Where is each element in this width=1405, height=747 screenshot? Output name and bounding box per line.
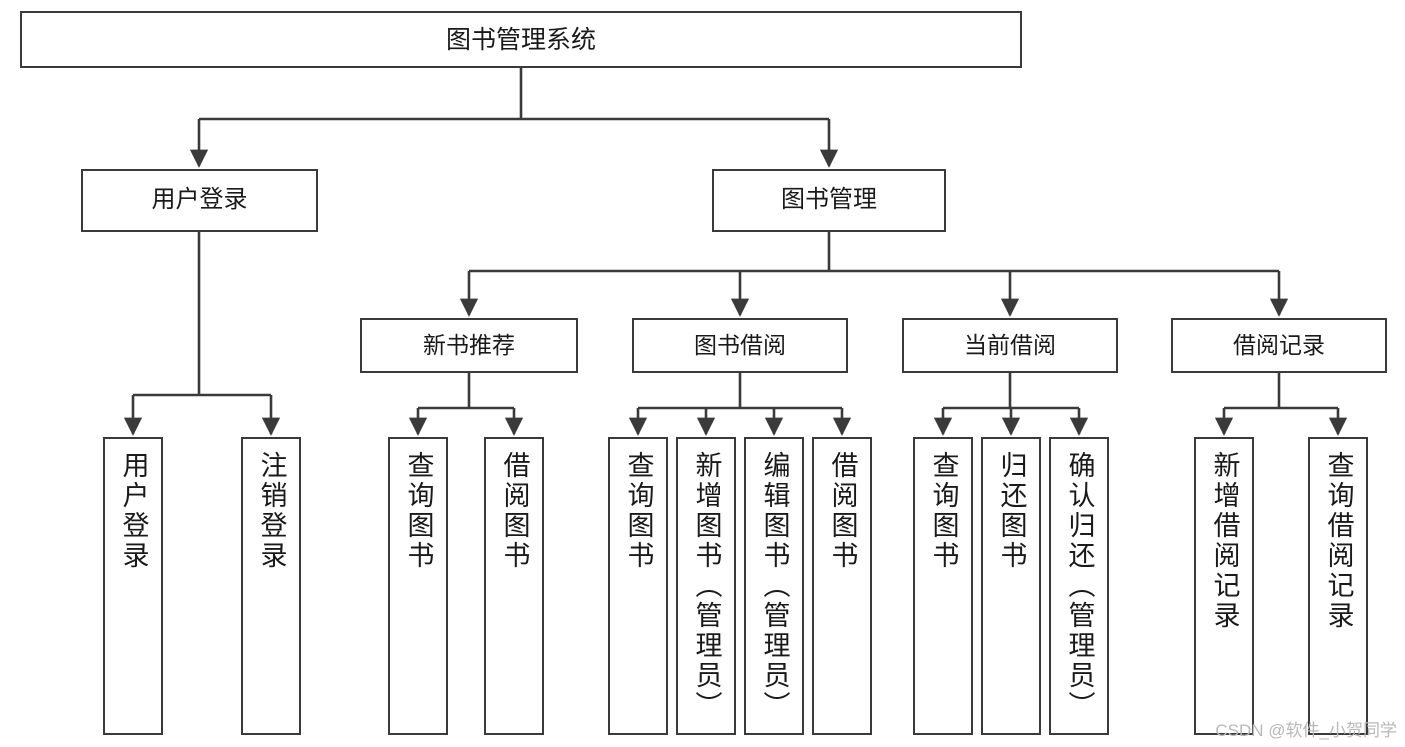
- node-leaf-add-book-admin-label: 新增图书（管理员）: [691, 451, 722, 721]
- node-leaf-logout-login-label: 注销登录: [256, 451, 287, 571]
- node-leaf-return-book[interactable]: 归还图书: [981, 437, 1041, 735]
- node-leaf-edit-book-admin[interactable]: 编辑图书（管理员）: [744, 437, 804, 735]
- node-leaf-query-book-borrow[interactable]: 查询图书: [608, 437, 668, 735]
- node-current-borrow-label: 当前借阅: [964, 331, 1056, 358]
- node-leaf-add-book-admin[interactable]: 新增图书（管理员）: [676, 437, 736, 735]
- node-leaf-borrow-book-rec-label: 借阅图书: [499, 451, 530, 571]
- node-borrow-record-label: 借阅记录: [1233, 331, 1325, 358]
- node-leaf-query-book-rec[interactable]: 查询图书: [388, 437, 448, 735]
- node-leaf-query-book-current-label: 查询图书: [928, 451, 959, 571]
- node-leaf-confirm-return-admin-label: 确认归还（管理员）: [1064, 451, 1095, 721]
- node-leaf-borrow-book-label: 借阅图书: [827, 451, 858, 571]
- node-borrow-record[interactable]: 借阅记录: [1171, 318, 1387, 373]
- node-leaf-query-borrow-record-label: 查询借阅记录: [1323, 451, 1354, 631]
- node-new-book-rec-label: 新书推荐: [423, 331, 515, 358]
- node-user-login-label: 用户登录: [151, 186, 248, 214]
- node-leaf-borrow-book-rec[interactable]: 借阅图书: [484, 437, 544, 735]
- node-leaf-return-book-label: 归还图书: [996, 451, 1027, 571]
- csdn-watermark: CSDN @软件_小贺同学: [1215, 721, 1397, 740]
- node-leaf-edit-book-admin-label: 编辑图书（管理员）: [759, 451, 790, 721]
- node-leaf-user-login-label: 用户登录: [118, 451, 149, 571]
- node-new-book-rec[interactable]: 新书推荐: [360, 318, 578, 373]
- node-leaf-add-borrow-record-label: 新增借阅记录: [1209, 451, 1240, 631]
- node-book-manage-label: 图书管理: [781, 186, 877, 214]
- node-root-label: 图书管理系统: [445, 25, 596, 54]
- node-user-login[interactable]: 用户登录: [81, 169, 318, 232]
- node-leaf-confirm-return-admin[interactable]: 确认归还（管理员）: [1049, 437, 1109, 735]
- node-book-borrow-label: 图书借阅: [694, 331, 786, 358]
- node-current-borrow[interactable]: 当前借阅: [902, 318, 1118, 373]
- node-leaf-query-book-borrow-label: 查询图书: [623, 451, 654, 571]
- node-book-borrow[interactable]: 图书借阅: [632, 318, 848, 373]
- node-leaf-add-borrow-record[interactable]: 新增借阅记录: [1194, 437, 1254, 735]
- node-leaf-query-book-rec-label: 查询图书: [403, 451, 434, 571]
- node-book-manage[interactable]: 图书管理: [712, 169, 946, 232]
- node-leaf-user-login[interactable]: 用户登录: [103, 437, 163, 735]
- node-leaf-query-book-current[interactable]: 查询图书: [913, 437, 973, 735]
- node-leaf-borrow-book[interactable]: 借阅图书: [812, 437, 872, 735]
- node-leaf-logout-login[interactable]: 注销登录: [241, 437, 301, 735]
- node-root[interactable]: 图书管理系统: [20, 11, 1022, 68]
- node-leaf-query-borrow-record[interactable]: 查询借阅记录: [1308, 437, 1368, 735]
